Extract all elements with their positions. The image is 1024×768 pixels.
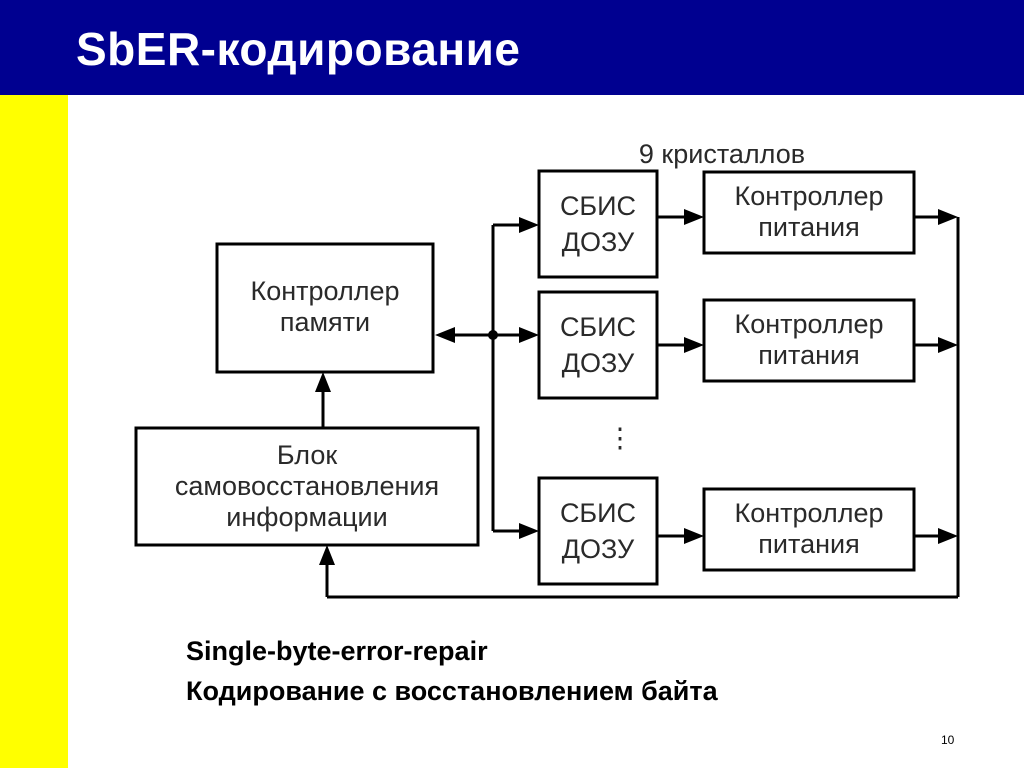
power-controller-label-line2: питания [758,529,859,559]
recovery-to-controller-arrow [315,372,331,428]
sbis-label-line1: СБИС [560,312,636,342]
page-number: 10 [941,733,955,747]
power-controller-label-line1: Контроллер [734,181,883,211]
power-controller-block-2: Контроллер питания [702,298,916,383]
sbis-dozu-block-3: СБИС ДОЗУ [537,476,659,586]
sbis-label-line2: ДОЗУ [562,348,635,378]
power-controller-label-line1: Контроллер [734,309,883,339]
sbis-label-line2: ДОЗУ [562,534,635,564]
memory-controller-block: Контроллер памяти [215,242,435,374]
sbis-label-line2: ДОЗУ [562,227,635,257]
self-recovery-label-line2: самовосстановления [175,471,439,501]
memory-controller-label-line1: Контроллер [250,276,399,306]
power-controller-label-line2: питания [758,212,859,242]
left-accent-stripe [0,95,68,768]
sbis-label-line1: СБИС [560,191,636,221]
power-controller-label-line2: питания [758,340,859,370]
sbis-dozu-block-2: СБИС ДОЗУ [537,290,659,400]
feedback-bus [319,209,960,599]
power-controller-block-3: Контроллер питания [702,487,916,572]
self-recovery-block: Блок самовосстановления информации [134,426,480,547]
slide-title: SbER-кодирование [76,23,521,75]
memory-controller-label-line2: памяти [280,307,370,337]
caption-russian: Кодирование с восстановлением байта [186,676,718,706]
self-recovery-label-line3: информации [226,502,387,532]
title-bar [0,0,1024,95]
sbis-dozu-block-1: СБИС ДОЗУ [537,169,659,279]
caption-english: Single-byte-error-repair [186,636,488,666]
sbis-to-power-arrows [657,209,704,544]
more-chips-ellipsis: ⋮ [607,423,634,453]
power-controller-label-line1: Контроллер [734,498,883,528]
memory-bus-connector [435,217,539,539]
power-controller-block-1: Контроллер питания [702,170,916,255]
crystals-label: 9 кристаллов [639,139,805,169]
sbis-label-line1: СБИС [560,498,636,528]
self-recovery-label-line1: Блок [277,440,337,470]
